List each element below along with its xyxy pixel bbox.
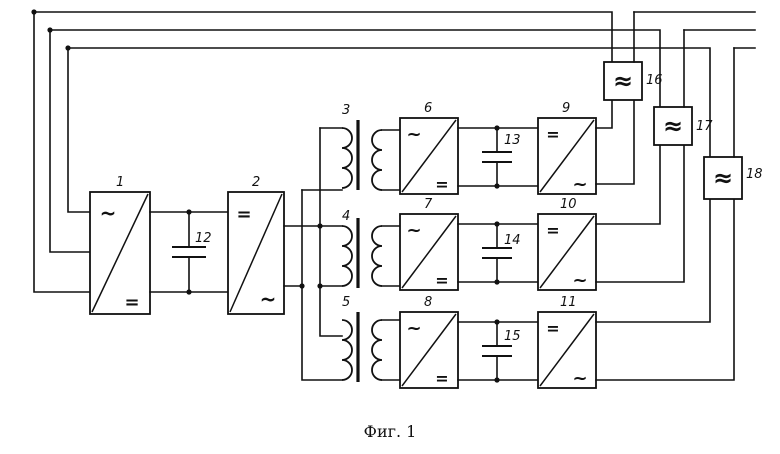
svg-text:≈: ≈	[613, 67, 633, 95]
svg-text:~: ~	[572, 174, 587, 195]
svg-text:≈: ≈	[713, 164, 733, 192]
transformer-5: 5	[342, 295, 382, 382]
label-3: 3	[342, 103, 350, 118]
transformer-4: 4	[342, 209, 382, 288]
dc-link-15: 15	[458, 319, 538, 382]
converter-9: = ~ 9	[538, 101, 596, 195]
figure-caption: Фиг. 1	[0, 422, 780, 441]
svg-text:=: =	[435, 369, 448, 388]
label-13: 13	[504, 133, 521, 148]
input-wiring	[34, 12, 90, 292]
label-1: 1	[116, 175, 124, 190]
label-15: 15	[504, 329, 521, 344]
svg-text:=: =	[124, 292, 139, 313]
converter-10: = ~ 10	[538, 197, 596, 291]
label-4: 4	[342, 209, 350, 224]
converter-1: ~ = 1	[90, 175, 150, 314]
label-2: 2	[252, 175, 260, 190]
label-17: 17	[696, 119, 713, 134]
converter-11: = ~ 11	[538, 295, 596, 389]
svg-text:=: =	[435, 271, 448, 290]
primary-wiring	[284, 128, 342, 380]
converter-6: ~ = 6	[400, 101, 458, 194]
label-11: 11	[560, 295, 577, 310]
label-12: 12	[195, 231, 212, 246]
svg-text:~: ~	[572, 270, 587, 291]
label-14: 14	[504, 233, 521, 248]
secondary-wiring	[382, 130, 400, 380]
converter-8: ~ = 8	[400, 295, 458, 388]
dc-link-14: 14	[458, 221, 538, 284]
dc-link-12: 12	[150, 209, 228, 294]
svg-text:~: ~	[406, 124, 421, 145]
svg-text:~: ~	[572, 368, 587, 389]
label-16: 16	[646, 73, 663, 88]
filter-18: ≈ 18	[704, 48, 763, 199]
svg-text:~: ~	[406, 220, 421, 241]
dc-link-13: 13	[458, 125, 538, 188]
converter-7: ~ = 7	[400, 197, 458, 290]
svg-text:~: ~	[260, 287, 277, 311]
label-6: 6	[424, 101, 432, 116]
svg-text:=: =	[236, 204, 251, 225]
svg-text:=: =	[546, 125, 559, 144]
svg-text:≈: ≈	[663, 112, 683, 140]
converter-2: = ~ 2	[228, 175, 284, 314]
svg-text:~: ~	[100, 201, 117, 225]
label-7: 7	[424, 197, 433, 212]
label-5: 5	[342, 295, 350, 310]
label-9: 9	[562, 101, 570, 116]
transformer-3: 3	[342, 103, 382, 190]
svg-text:=: =	[546, 221, 559, 240]
svg-text:~: ~	[406, 318, 421, 339]
svg-text:=: =	[546, 319, 559, 338]
circuit-diagram: ~ = 1 12 = ~ 2 3	[0, 0, 780, 420]
label-10: 10	[560, 197, 577, 212]
svg-text:=: =	[435, 175, 448, 194]
label-8: 8	[424, 295, 432, 310]
label-18: 18	[746, 167, 763, 182]
